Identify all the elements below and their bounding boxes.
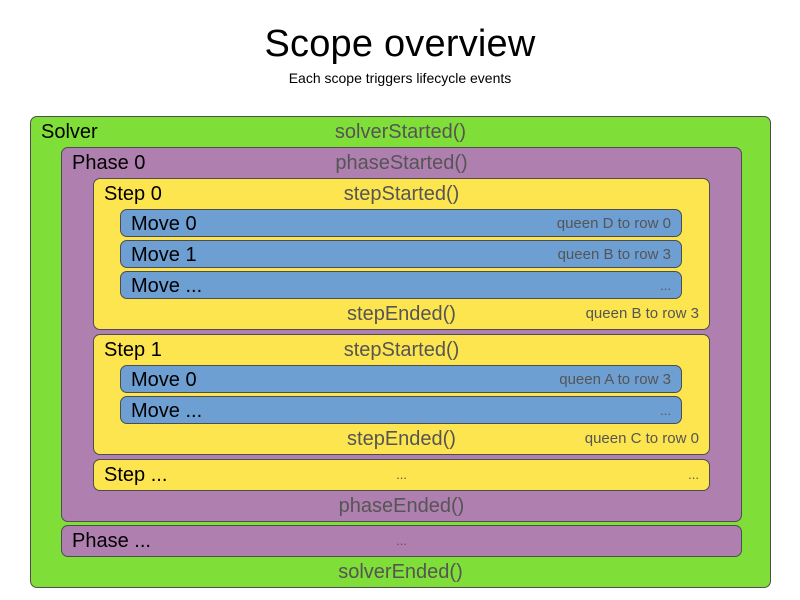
step-ended-band-0: stepEnded() queen B to row 3 — [94, 299, 709, 329]
phase-ended-event-0: phaseEnded() — [338, 495, 465, 517]
move-label-0-1: Move 1 — [131, 244, 197, 266]
move-scope-1-0[interactable]: Move 0 queen A to row 3 — [120, 365, 682, 393]
move-value-0-0: queen D to row 0 — [556, 215, 671, 232]
move-value-1-0: queen A to row 3 — [559, 371, 671, 388]
phase-label-0: Phase 0 — [72, 152, 146, 174]
solver-scope[interactable]: Solver solverStarted() Phase 0 phaseStar… — [30, 116, 771, 588]
page-title: Scope overview — [264, 23, 536, 65]
solver-ended-event: solverEnded() — [338, 561, 463, 583]
move-band-0-0: Move 0 queen D to row 0 — [121, 210, 681, 238]
move-band-0-1: Move 1 queen B to row 3 — [121, 241, 681, 269]
solver-started-band: Solver solverStarted() — [31, 117, 770, 147]
move-value-0-1: queen B to row 3 — [557, 246, 671, 263]
move-scope-0-0[interactable]: Move 0 queen D to row 0 — [120, 209, 682, 237]
move-value-1-1: ... — [660, 403, 671, 418]
phase-ended-band-0: phaseEnded() — [62, 491, 741, 521]
step-ended-band-1: stepEnded() queen C to row 0 — [94, 424, 709, 454]
step-started-event-1: stepStarted() — [343, 339, 460, 361]
move-scope-0-2[interactable]: Move ... ... — [120, 271, 682, 299]
solver-ended-band: solverEnded() — [31, 557, 770, 587]
step-label-ellipsis: Step ... — [104, 464, 168, 486]
move-scope-1-1[interactable]: Move ... ... — [120, 396, 682, 424]
step-ended-value-1: queen C to row 0 — [584, 430, 699, 447]
move-label-0-2: Move ... — [131, 275, 203, 297]
page-header: Scope overview Each scope triggers lifec… — [0, 0, 800, 87]
phase-started-band-0: Phase 0 phaseStarted() — [62, 148, 741, 178]
page-subtitle: Each scope triggers lifecycle events — [288, 70, 512, 86]
move-band-1-1: Move ... ... — [121, 397, 681, 425]
step-ellipsis-band: Step ... ... ... — [94, 460, 709, 490]
move-label-0-0: Move 0 — [131, 213, 197, 235]
phase-started-event-0: phaseStarted() — [335, 152, 468, 174]
step-scope-1[interactable]: Step 1 stepStarted() Move 0 queen A to r… — [93, 334, 710, 455]
step-label-0: Step 0 — [104, 183, 162, 205]
step-started-band-1: Step 1 stepStarted() — [94, 335, 709, 365]
step-ended-value-ellipsis: ... — [688, 467, 699, 482]
step-started-event-0: stepStarted() — [343, 183, 460, 205]
step-started-event-ellipsis: ... — [396, 467, 407, 482]
move-label-1-1: Move ... — [131, 400, 203, 422]
move-scope-0-1[interactable]: Move 1 queen B to row 3 — [120, 240, 682, 268]
step-started-band-0: Step 0 stepStarted() — [94, 179, 709, 209]
move-band-1-0: Move 0 queen A to row 3 — [121, 366, 681, 394]
step-label-1: Step 1 — [104, 339, 162, 361]
step-ended-value-0: queen B to row 3 — [585, 305, 699, 322]
step-scope-ellipsis[interactable]: Step ... ... ... — [93, 459, 710, 491]
phase-label-ellipsis: Phase ... — [72, 530, 151, 552]
phase-scope-ellipsis[interactable]: Phase ... ... — [61, 525, 742, 557]
phase-started-event-ellipsis: ... — [396, 533, 407, 548]
step-scope-0[interactable]: Step 0 stepStarted() Move 0 queen D to r… — [93, 178, 710, 330]
solver-started-event: solverStarted() — [334, 121, 467, 143]
move-band-0-2: Move ... ... — [121, 272, 681, 300]
move-label-1-0: Move 0 — [131, 369, 197, 391]
phase-scope-0[interactable]: Phase 0 phaseStarted() Step 0 stepStarte… — [61, 147, 742, 522]
move-value-0-2: ... — [660, 278, 671, 293]
solver-label: Solver — [41, 121, 98, 143]
step-ended-event-0: stepEnded() — [347, 303, 456, 325]
step-ended-event-1: stepEnded() — [347, 428, 456, 450]
phase-ellipsis-band: Phase ... ... — [62, 526, 741, 556]
